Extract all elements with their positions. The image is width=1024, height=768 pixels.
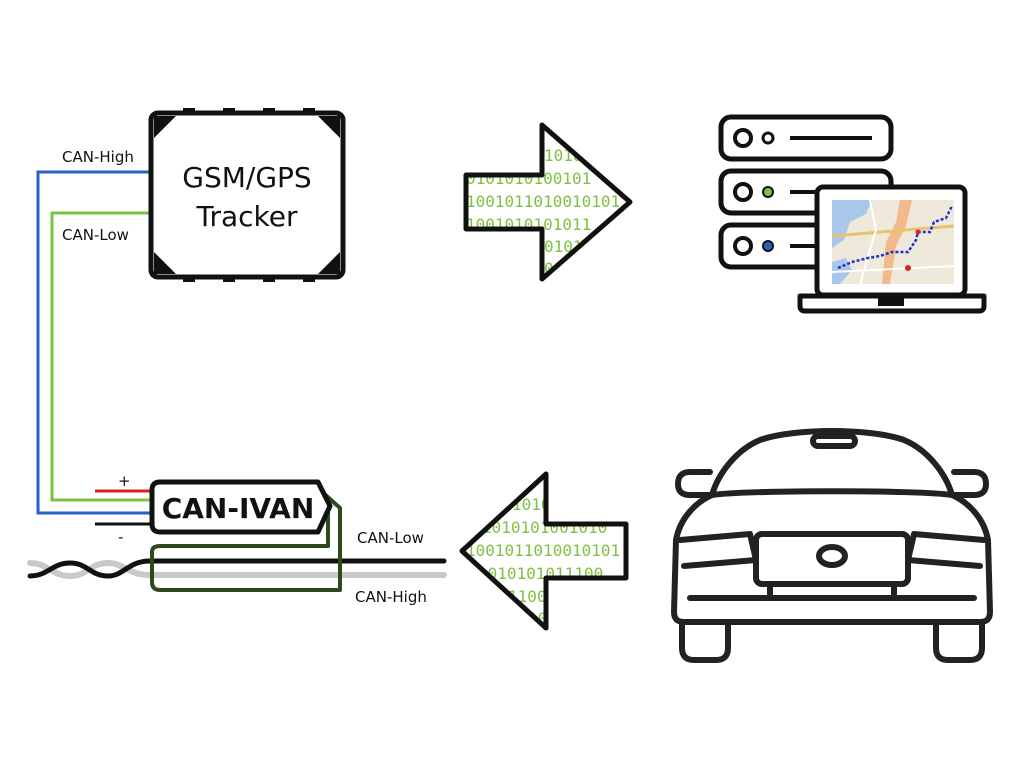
can-high-wire-blue — [36, 170, 150, 515]
server-led-icon — [761, 131, 775, 145]
right-headlight — [905, 531, 987, 569]
power-minus-label: - — [118, 528, 123, 546]
tracker-body — [148, 110, 346, 280]
can-ivan-label: CAN-IVAN — [162, 492, 315, 525]
left-mirror — [675, 469, 715, 498]
route-point-icon — [915, 229, 921, 235]
right-wheel — [933, 619, 985, 663]
left-headlight — [677, 531, 759, 569]
left-arrow-outline — [459, 471, 629, 631]
data-arrow-left: 1010 1010101001010 1001011010010101 1010… — [459, 471, 629, 631]
contactless-clamp — [150, 488, 342, 592]
right-mirror — [949, 469, 989, 498]
tracker-title-line2: Tracker — [195, 200, 297, 233]
binary-line: 0101010100101 — [466, 169, 591, 188]
can-bus-twisted-pair: CAN-Low CAN-High — [27, 529, 447, 606]
can-ivan-module: + - CAN-IVAN — [95, 472, 342, 592]
tracker-can-low-label: CAN-Low — [62, 226, 129, 244]
server-unit — [718, 114, 894, 162]
car-body — [671, 488, 993, 625]
tracker-can-wires: CAN-High CAN-Low — [36, 148, 150, 515]
data-arrow-right: 1010 0101010100101 1001011010010101 1001… — [463, 122, 633, 282]
binary-line: 1001011010010101 — [466, 192, 620, 211]
right-arrow-outline — [463, 122, 633, 282]
can-low-wire-green — [50, 211, 150, 502]
laptop-touchpad — [878, 297, 904, 306]
laptop — [797, 184, 987, 314]
bus-can-high-label: CAN-High — [355, 588, 427, 606]
route-line — [837, 205, 954, 270]
power-plus-label: + — [118, 472, 131, 490]
car-icon — [671, 428, 993, 663]
binary-line: 1001011010010101 — [466, 541, 620, 560]
car-roof — [709, 428, 955, 498]
left-wheel — [679, 619, 731, 663]
tracking-map — [832, 200, 954, 284]
server-led-icon — [733, 182, 753, 202]
bus-can-low-label: CAN-Low — [357, 529, 424, 547]
tracker-can-high-label: CAN-High — [62, 148, 134, 166]
can-low-bus-wire — [27, 558, 447, 579]
grille — [753, 531, 911, 587]
route-start-icon — [905, 265, 911, 271]
gsm-gps-tracker: GSM/GPS Tracker — [148, 108, 346, 282]
binary-stream-left: 1010 1010101001010 1001011010010101 1010… — [466, 495, 620, 628]
server-led-blue-icon — [762, 240, 774, 252]
car-emblem — [816, 544, 848, 568]
server-led-green-icon — [762, 186, 774, 198]
server-led-icon — [733, 236, 753, 256]
binary-line: 1010 — [512, 495, 551, 514]
tracker-title-line1: GSM/GPS — [182, 161, 311, 194]
can-ivan-body — [149, 479, 333, 535]
roof-light — [810, 433, 858, 449]
server-led-icon — [733, 128, 753, 148]
tracker-corners — [154, 116, 340, 274]
